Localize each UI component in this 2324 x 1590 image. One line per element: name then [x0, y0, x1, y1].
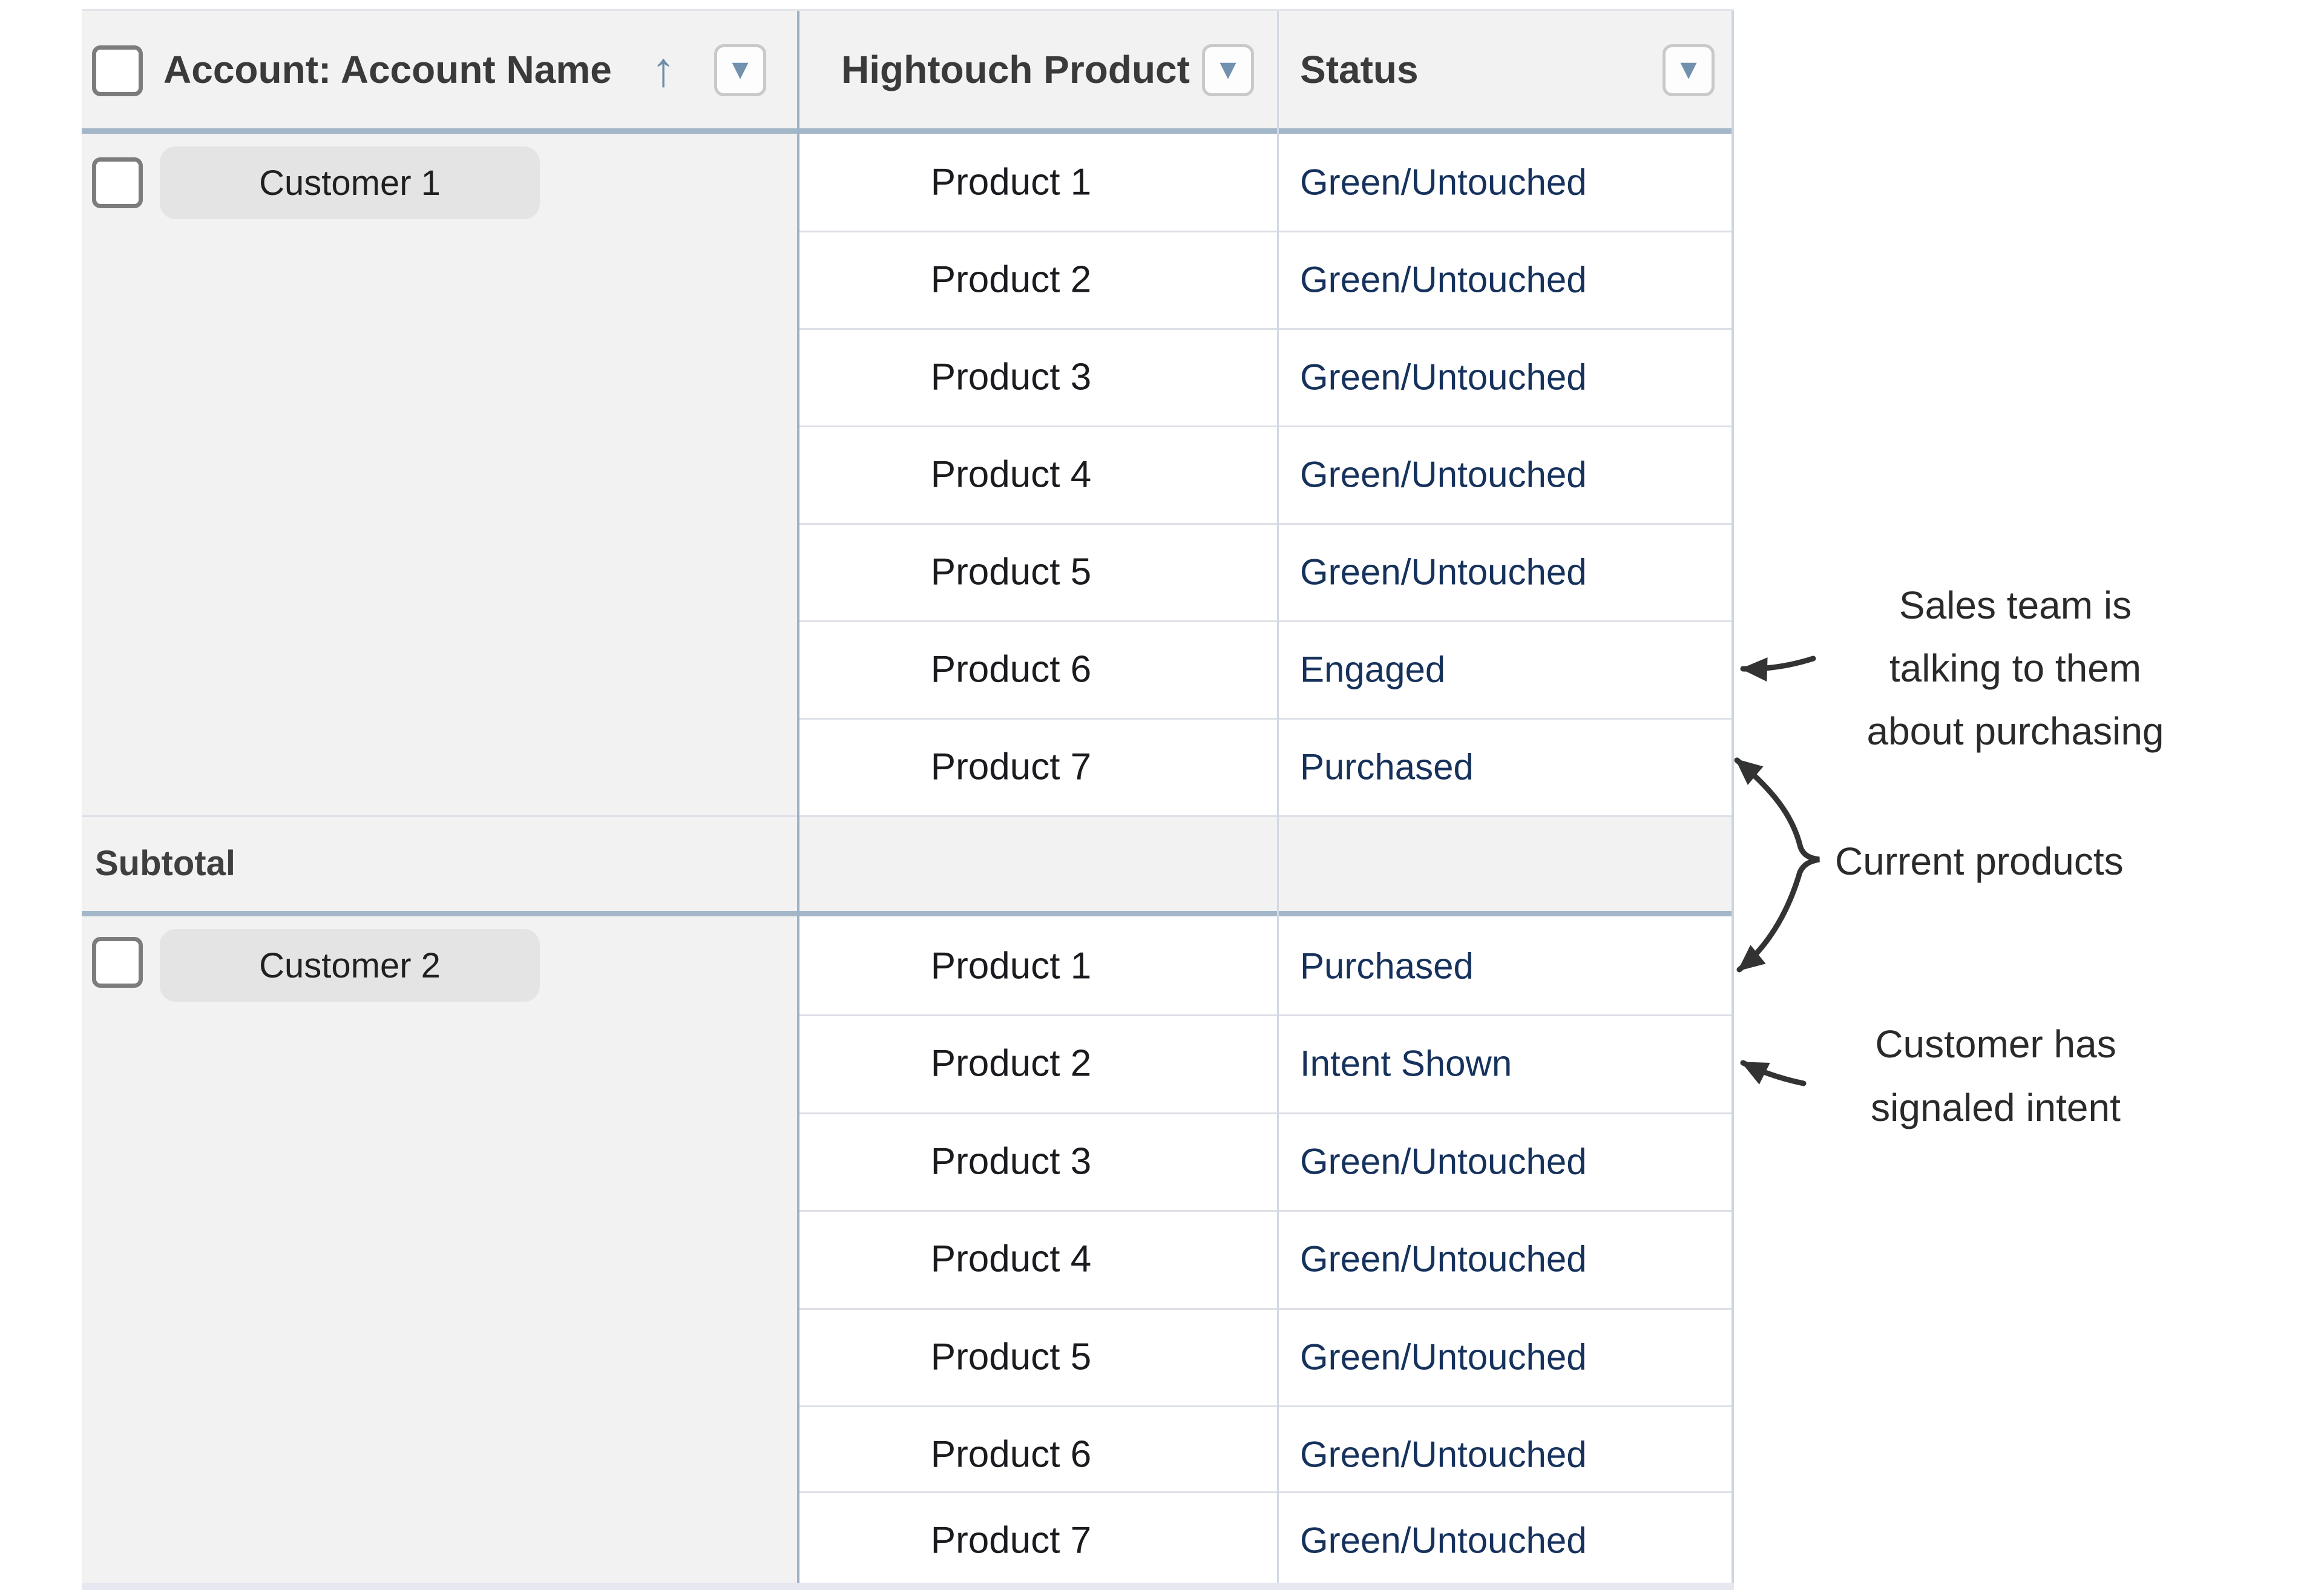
table-row: Product 1 Purchased	[797, 917, 1734, 1015]
subtotal-row-background	[82, 815, 1734, 911]
customer-1-checkbox[interactable]	[92, 157, 143, 208]
subtotal-label: Subtotal	[95, 815, 235, 911]
table-row: Product 7 Green/Untouched	[797, 1491, 1734, 1589]
status-cell: Intent Shown	[1300, 1043, 1512, 1085]
status-cell: Green/Untouched	[1300, 1520, 1587, 1562]
product-cell: Product 4	[797, 453, 1225, 496]
product-cell: Product 2	[797, 258, 1225, 301]
current-products-brace	[1737, 760, 1819, 970]
status-cell: Purchased	[1300, 746, 1474, 788]
column-header-product[interactable]: Hightouch Product	[841, 11, 1190, 128]
account-name-chip[interactable]: Customer 2	[160, 929, 540, 1002]
product-cell: Product 6	[797, 1433, 1225, 1476]
table-row: Product 3 Green/Untouched	[797, 1112, 1734, 1211]
account-name-chip[interactable]: Customer 1	[160, 146, 540, 219]
table-row: Product 6 Engaged	[797, 620, 1734, 718]
chevron-down-icon: ▼	[1675, 55, 1702, 83]
status-cell: Green/Untouched	[1300, 1141, 1587, 1183]
table-row: Product 4 Green/Untouched	[797, 425, 1734, 524]
chevron-down-icon: ▼	[726, 55, 754, 83]
product-cell: Product 7	[797, 1519, 1225, 1562]
product-cell: Product 2	[797, 1042, 1225, 1085]
product-cell: Product 5	[797, 551, 1225, 594]
product-cell: Product 5	[797, 1336, 1225, 1379]
column-header-account[interactable]: Account: Account Name	[163, 11, 612, 128]
account-name-label: Customer 2	[259, 945, 441, 986]
status-cell: Purchased	[1300, 945, 1474, 987]
subtotal-bottom-border	[82, 911, 1734, 916]
product-cell: Product 6	[797, 648, 1225, 691]
status-cell: Green/Untouched	[1300, 1238, 1587, 1280]
status-cell: Green/Untouched	[1300, 551, 1587, 593]
table-row: Product 4 Green/Untouched	[797, 1210, 1734, 1308]
intent-annotation-line: signaled intent	[1800, 1076, 2191, 1140]
table-row: Product 6 Green/Untouched	[797, 1405, 1734, 1503]
table-row: Product 2 Green/Untouched	[797, 231, 1734, 329]
product-column-filter-button[interactable]: ▼	[1202, 44, 1254, 96]
product-cell: Product 1	[797, 945, 1225, 988]
table-row: Product 5 Green/Untouched	[797, 523, 1734, 621]
status-column-filter-button[interactable]: ▼	[1663, 44, 1715, 96]
status-cell: Green/Untouched	[1300, 454, 1587, 496]
horizontal-scrollbar-track[interactable]	[82, 1583, 1734, 1590]
account-column-background	[82, 11, 797, 1583]
column-header-status[interactable]: Status	[1300, 11, 1419, 128]
intent-annotation-line: Customer has	[1800, 1013, 2191, 1076]
intent-annotation: Customer has signaled intent	[1800, 1013, 2191, 1140]
table-row: Product 1 Green/Untouched	[797, 133, 1734, 231]
product-cell: Product 4	[797, 1238, 1225, 1281]
select-all-checkbox[interactable]	[92, 45, 143, 96]
sales-annotation: Sales team is talking to them about purc…	[1776, 574, 2254, 763]
current-products-annotation: Current products	[1835, 839, 2124, 884]
table-row: Product 2 Intent Shown	[797, 1014, 1734, 1112]
status-cell: Green/Untouched	[1300, 1434, 1587, 1476]
status-cell: Engaged	[1300, 649, 1445, 691]
customer-2-checkbox[interactable]	[92, 937, 143, 988]
chevron-down-icon: ▼	[1214, 55, 1242, 83]
account-name-label: Customer 1	[259, 163, 441, 203]
sales-annotation-line: about purchasing	[1776, 700, 2254, 763]
intent-arrow	[1743, 1063, 1804, 1083]
sort-ascending-icon: ↑	[651, 11, 675, 128]
sales-annotation-line: Sales team is	[1776, 574, 2254, 637]
product-cell: Product 1	[797, 161, 1225, 204]
table-row: Product 3 Green/Untouched	[797, 328, 1734, 426]
status-cell: Green/Untouched	[1300, 1336, 1587, 1378]
product-cell: Product 3	[797, 356, 1225, 399]
sales-annotation-line: talking to them	[1776, 637, 2254, 700]
status-cell: Green/Untouched	[1300, 162, 1587, 203]
table-row: Product 7 Purchased	[797, 718, 1734, 816]
product-cell: Product 7	[797, 746, 1225, 789]
account-column-filter-button[interactable]: ▼	[714, 44, 766, 96]
status-cell: Green/Untouched	[1300, 259, 1587, 301]
table-row: Product 5 Green/Untouched	[797, 1308, 1734, 1406]
product-cell: Product 3	[797, 1140, 1225, 1183]
status-cell: Green/Untouched	[1300, 356, 1587, 398]
